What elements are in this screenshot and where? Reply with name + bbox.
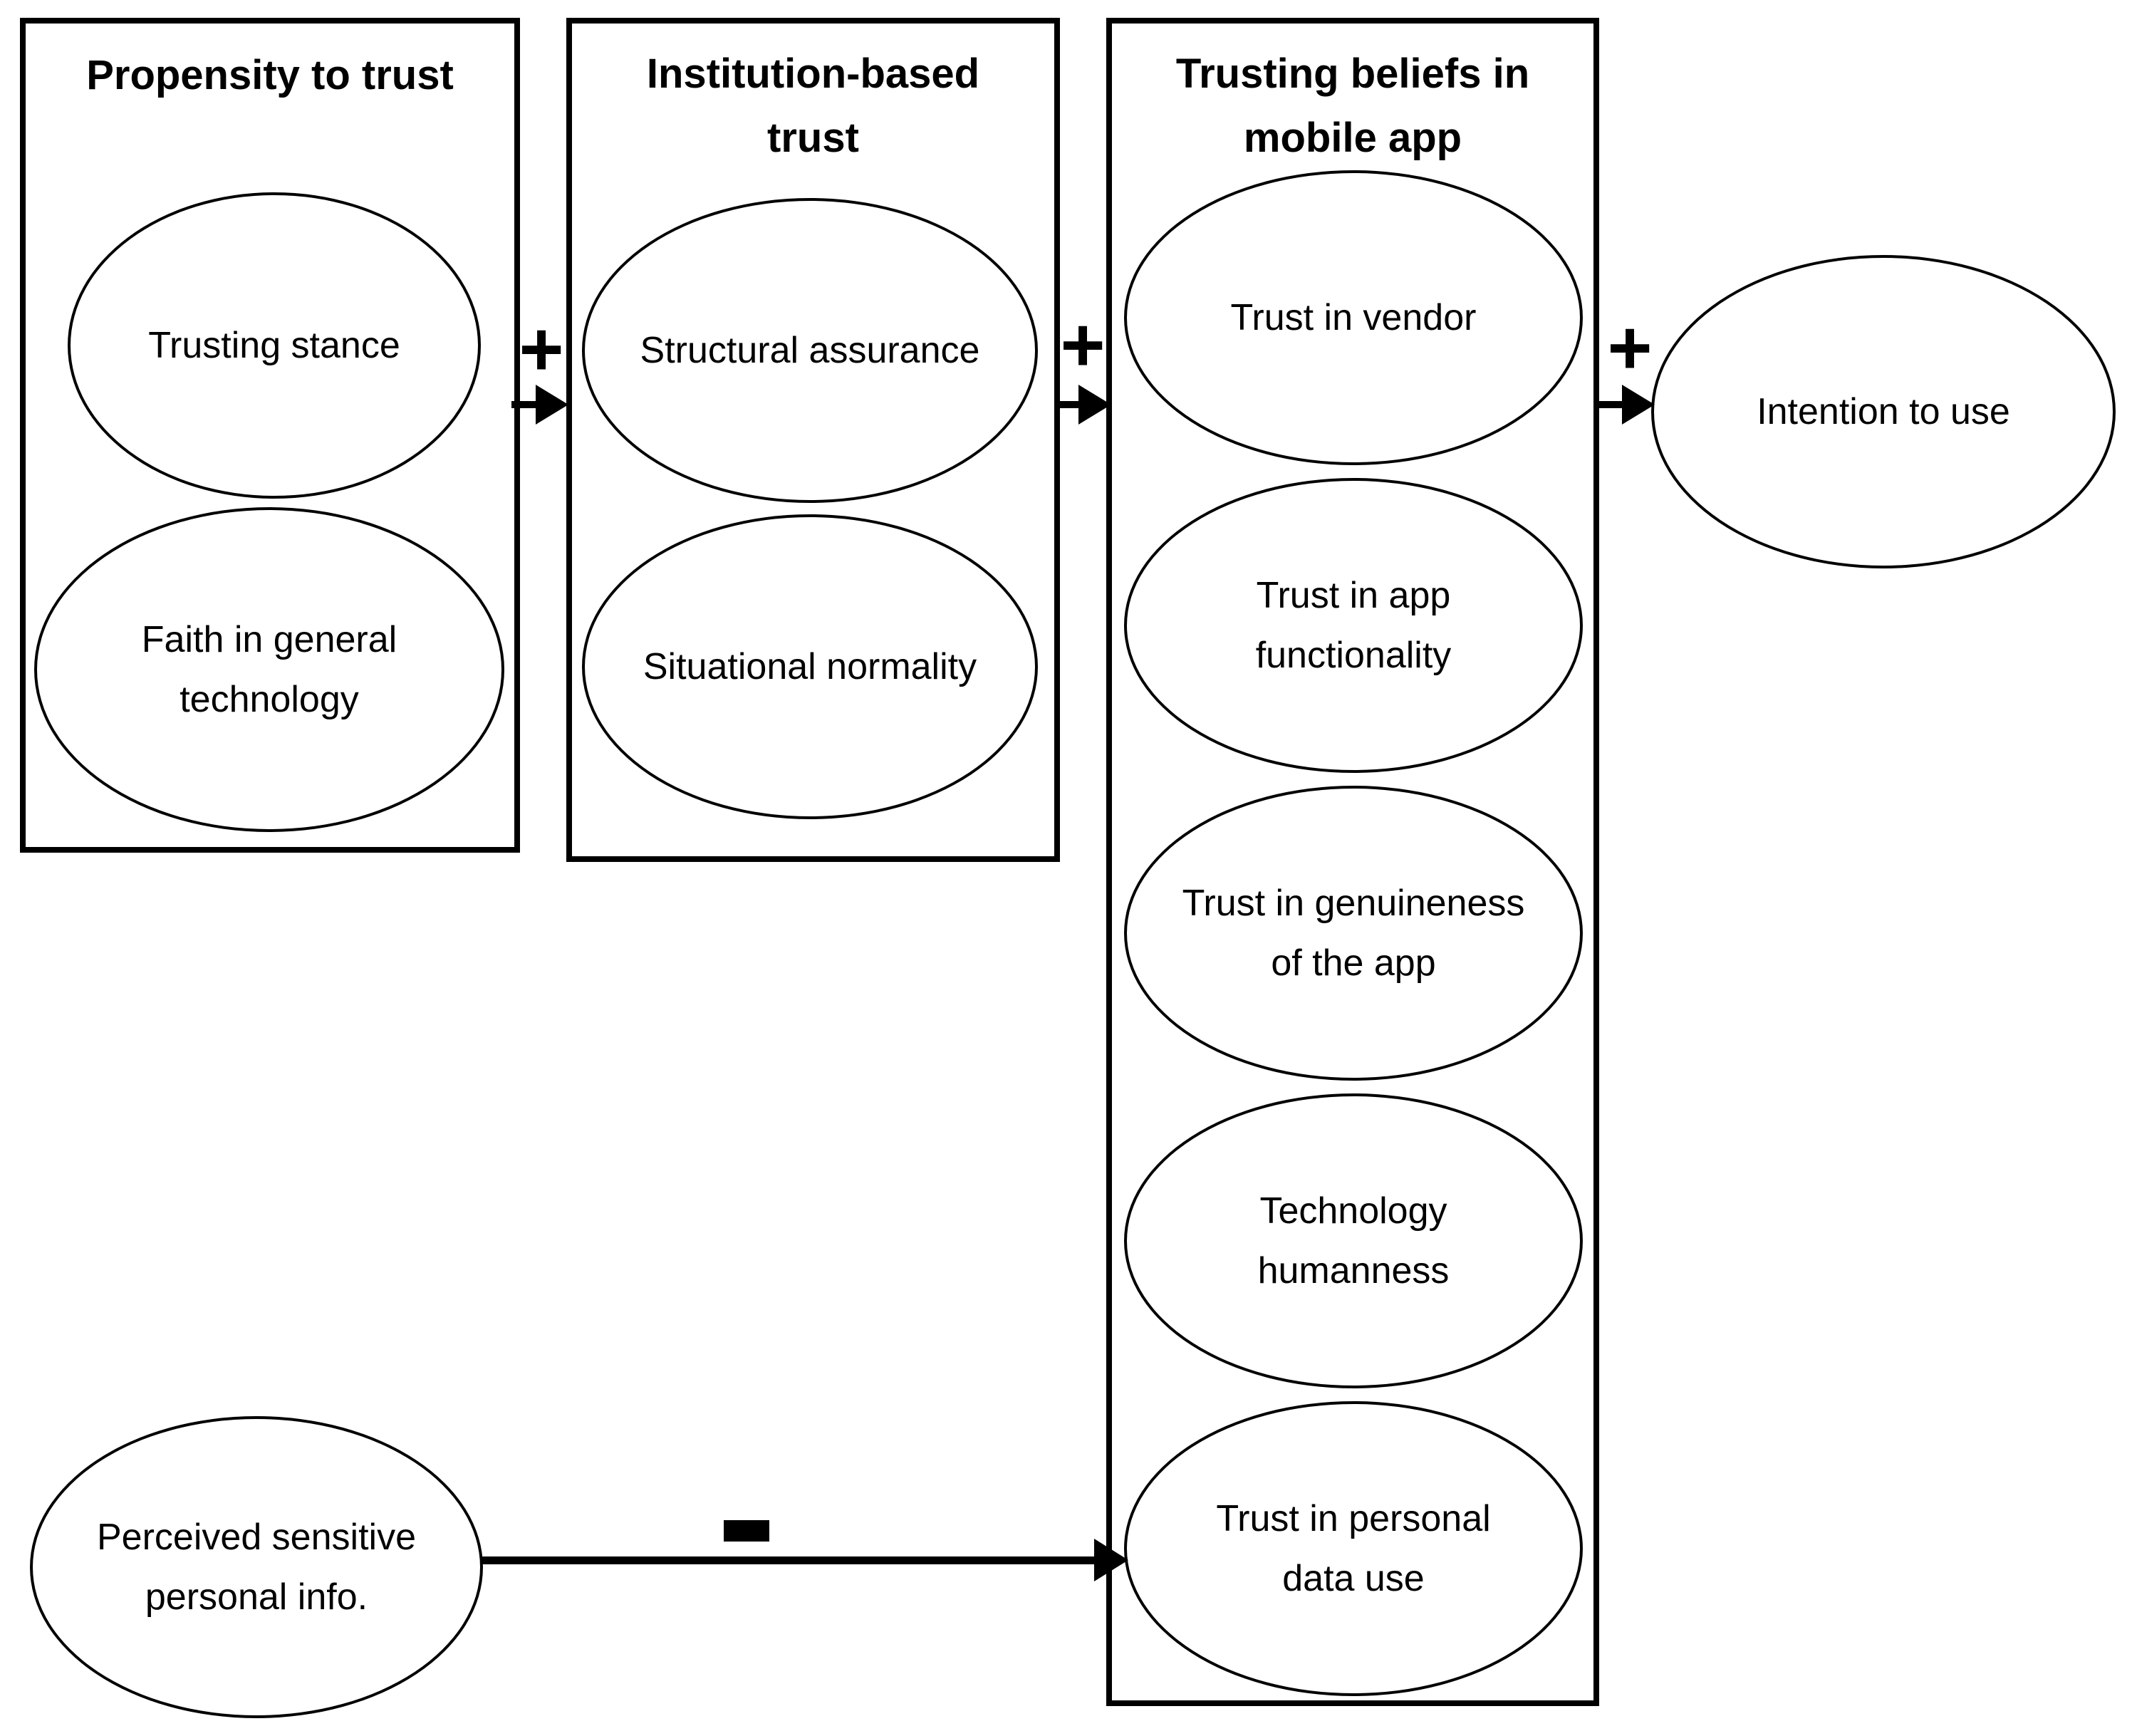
group-title-institution-based-trust: Institution-based trust <box>646 51 980 161</box>
node-structural-assurance: Structural assurance <box>582 198 1038 503</box>
node-trust-in-personal-data-use: Trust in personal data use <box>1124 1401 1583 1696</box>
node-trust-in-app-functionality: Trust in app functionality <box>1124 478 1583 773</box>
node-label-trust-in-vendor: Trust in vendor <box>1230 296 1477 338</box>
edge-arrowhead-2 <box>1078 385 1111 425</box>
node-label-trusting-stance: Trusting stance <box>148 324 400 366</box>
node-label-perceived-sensitive-personal-info: Perceived sensitive personal info. <box>97 1516 416 1618</box>
node-situational-normality: Situational normality <box>582 514 1038 819</box>
edge-sign-plus-1: + <box>519 306 564 392</box>
edge-sign-plus-3: + <box>1607 304 1653 390</box>
node-intention-to-use: Intention to use <box>1651 255 2116 568</box>
minus-sign <box>724 1520 769 1542</box>
edge-sign-plus-2: + <box>1060 301 1106 388</box>
node-label-situational-normality: Situational normality <box>643 645 977 687</box>
group-title-trusting-beliefs-in-mobile-app: Trusting beliefs in mobile app <box>1175 51 1530 161</box>
node-trusting-stance: Trusting stance <box>68 192 481 499</box>
node-trust-in-genuineness-of-the-app: Trust in genuineness of the app <box>1124 786 1583 1081</box>
edge-line-2 <box>1057 401 1083 408</box>
node-label-technology-humanness: Technology humanness <box>1257 1190 1450 1291</box>
node-label-faith-in-general-technology: Faith in general technology <box>141 618 397 720</box>
edge-arrowhead-1 <box>536 385 568 425</box>
edge-arrowhead-3 <box>1622 385 1655 425</box>
edge-arrowhead-4 <box>1094 1539 1128 1581</box>
node-trust-in-vendor: Trust in vendor <box>1124 170 1583 465</box>
node-perceived-sensitive-personal-info: Perceived sensitive personal info. <box>30 1416 483 1718</box>
edge-line-4 <box>482 1556 1097 1564</box>
edge-line-1 <box>511 401 540 408</box>
node-faith-in-general-technology: Faith in general technology <box>34 507 504 832</box>
node-label-trust-in-personal-data-use: Trust in personal data use <box>1216 1497 1491 1599</box>
node-label-trust-in-app-functionality: Trust in app functionality <box>1255 574 1452 676</box>
edge-line-3 <box>1599 401 1626 408</box>
node-technology-humanness: Technology humanness <box>1124 1093 1583 1388</box>
node-label-intention-to-use: Intention to use <box>1757 390 2010 432</box>
group-title-propensity-to-trust: Propensity to trust <box>86 52 454 98</box>
node-label-structural-assurance: Structural assurance <box>640 329 980 371</box>
node-label-trust-in-genuineness-of-the-app: Trust in genuineness of the app <box>1182 882 1525 984</box>
